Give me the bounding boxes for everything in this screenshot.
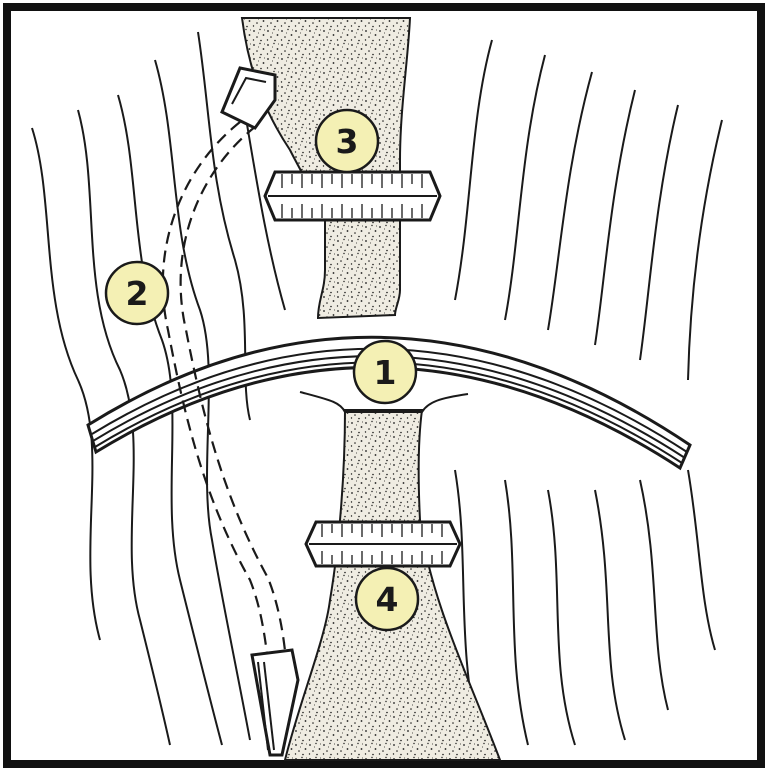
- lower-gauge-ring: [306, 522, 460, 566]
- callout-3-label: 3: [336, 122, 359, 161]
- callout-1-label: 1: [374, 353, 397, 392]
- callout-1: 1: [354, 341, 416, 403]
- upper-gauge-ring: [265, 172, 440, 220]
- callout-2: 2: [106, 262, 168, 324]
- callout-3: 3: [316, 110, 378, 172]
- callout-4: 4: [356, 568, 418, 630]
- callout-2-label: 2: [126, 274, 149, 313]
- callout-4-label: 4: [376, 580, 399, 619]
